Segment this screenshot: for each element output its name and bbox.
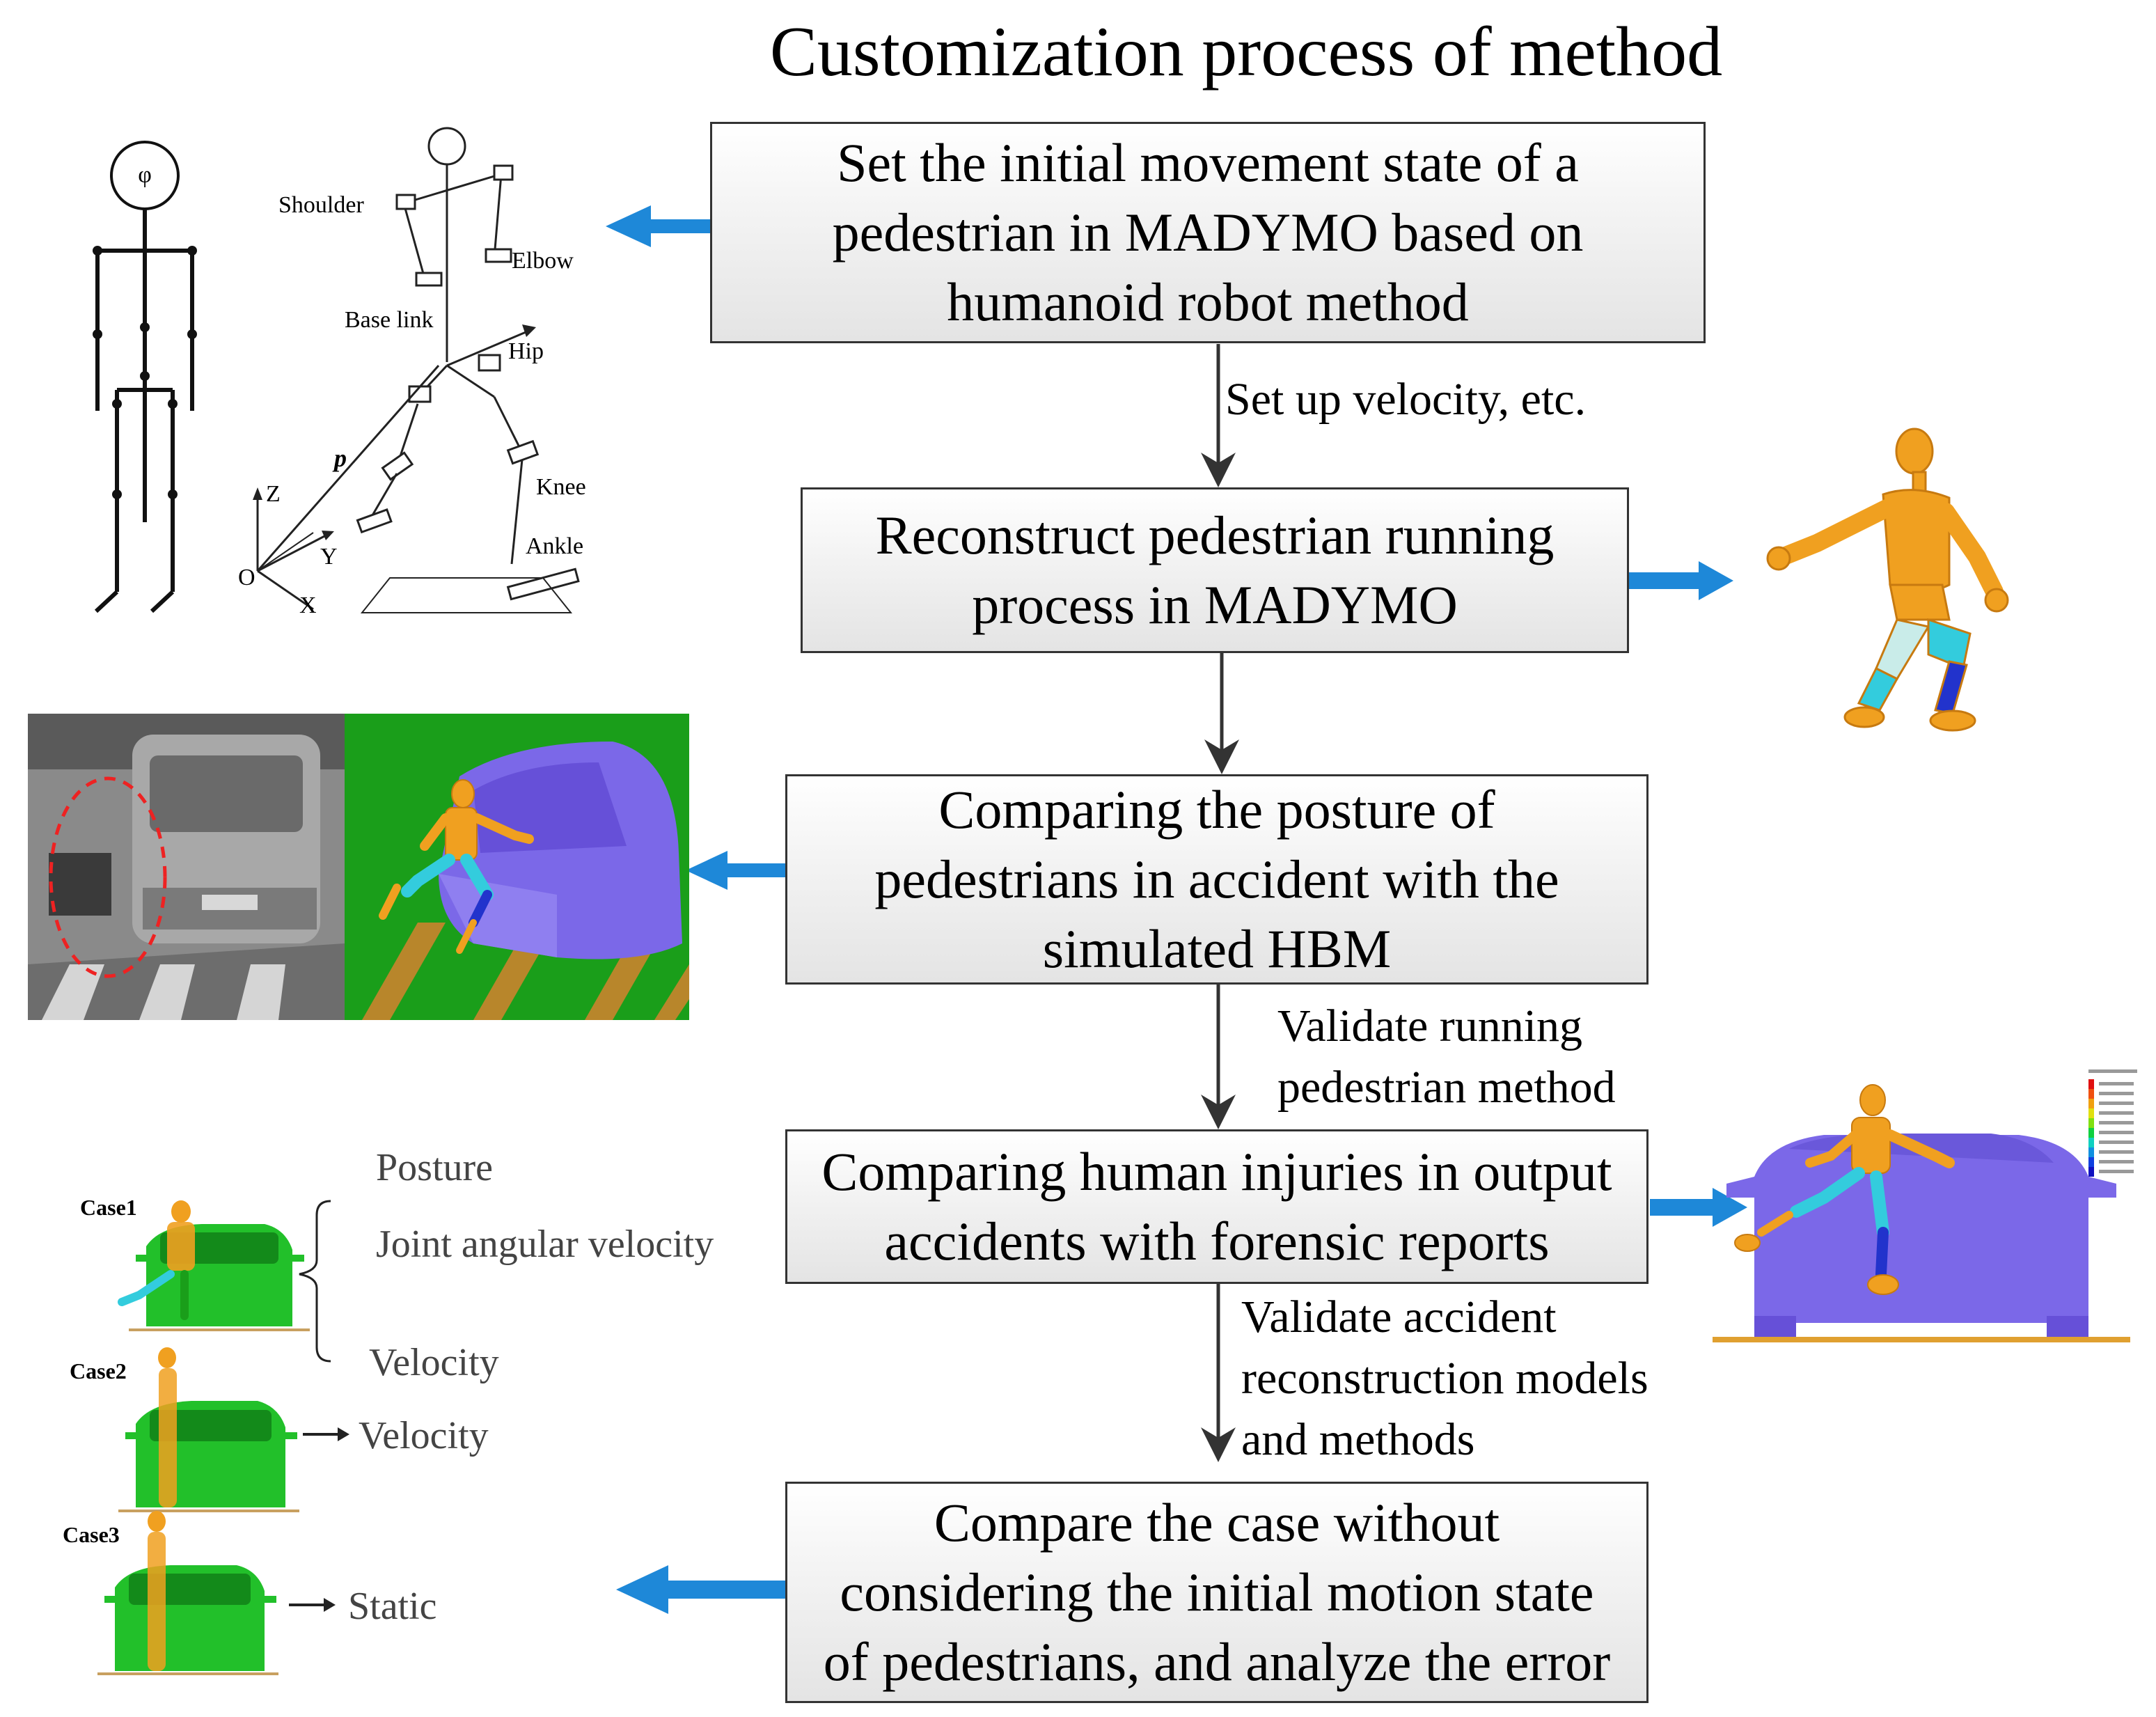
robot-label-ankle: Ankle <box>526 533 583 559</box>
injury-color-legend <box>2088 1069 2137 1177</box>
robot-label-shoulder: Shoulder <box>278 192 364 218</box>
case3-arrow <box>289 1598 336 1612</box>
note-c1-line-1: Set up velocity, etc. <box>1225 374 1587 425</box>
robot-label-base-link: Base link <box>345 307 433 333</box>
robot-label-z: Z <box>266 481 281 507</box>
note-c3-line-1: Validate running <box>1277 1001 1583 1051</box>
diagram-title: Customization process of method <box>769 13 1723 91</box>
case3-vehicle <box>97 1511 278 1675</box>
case3-label: Case3 <box>63 1522 120 1547</box>
step-3-line-1: Comparing the posture of <box>938 779 1495 840</box>
note-c3-line-2: pedestrian method <box>1277 1062 1616 1113</box>
step-4-line-1: Comparing human injuries in output <box>821 1141 1612 1202</box>
blue-arrow-left-5 <box>616 1565 785 1614</box>
cases-figure: Case1 Case2 Case3 Posture Joint angular … <box>63 1146 714 1675</box>
step-box-2: Reconstruct pedestrian running process i… <box>801 487 1629 653</box>
step-1-line-1: Set the initial movement state of a <box>837 132 1579 193</box>
note-validate-running: Validate running pedestrian method <box>1277 996 1616 1118</box>
blue-arrow-right-2 <box>1629 561 1733 600</box>
step-5-line-1: Compare the case without <box>934 1492 1500 1553</box>
step-1-line-2: pedestrian in MADYMO based on <box>832 202 1584 262</box>
robot-label-o: O <box>238 565 255 590</box>
note-c4-line-1: Validate accident <box>1241 1292 1557 1342</box>
case1-joint-velocity-label: Joint angular velocity <box>376 1223 714 1266</box>
step-1-line-3: humanoid robot method <box>947 272 1469 332</box>
stick-figure: φ <box>93 141 197 613</box>
robot-label-p: p <box>332 444 347 472</box>
step-3-line-2: pedestrians in accident with the <box>874 849 1559 909</box>
step-2-line-2: process in MADYMO <box>972 574 1458 635</box>
case3-static-label: Static <box>348 1585 437 1628</box>
humanoid-robot-figure: Shoulder Elbow Base link Hip p Knee Ankl… <box>238 127 586 618</box>
case2-arrow <box>303 1427 349 1441</box>
step-box-4: Comparing human injuries in output accid… <box>785 1129 1649 1284</box>
svg-text:φ: φ <box>138 162 152 188</box>
robot-label-y: Y <box>320 544 338 570</box>
note-validate-accident: Validate accident reconstruction models … <box>1241 1287 1649 1471</box>
blue-arrow-right-4 <box>1650 1188 1747 1227</box>
case1-vehicle <box>118 1200 310 1331</box>
case1-posture-label: Posture <box>376 1146 493 1189</box>
case1-label: Case1 <box>80 1195 137 1220</box>
robot-label-knee: Knee <box>536 474 586 500</box>
case1-brace <box>299 1200 331 1363</box>
step-5-line-3: of pedestrians, and analyze the error <box>823 1631 1611 1692</box>
case2-label: Case2 <box>70 1358 127 1383</box>
case1-velocity-label: Velocity <box>369 1341 499 1384</box>
step-3-line-3: simulated HBM <box>1042 918 1392 979</box>
step-box-1: Set the initial movement state of a pede… <box>710 122 1706 343</box>
accident-comparison-figure <box>28 714 689 1020</box>
note-c4-line-2: reconstruction models <box>1241 1353 1649 1404</box>
step-4-line-2: accidents with forensic reports <box>884 1211 1550 1271</box>
step-box-5: Compare the case without considering the… <box>785 1482 1649 1703</box>
blue-arrow-left-1 <box>606 205 710 247</box>
note-set-up-velocity: Set up velocity, etc. <box>1225 369 1586 430</box>
note-c4-line-3: and methods <box>1241 1414 1475 1465</box>
case2-velocity-label: Velocity <box>359 1414 489 1457</box>
step-box-3: Comparing the posture of pedestrians in … <box>785 774 1649 985</box>
robot-label-elbow: Elbow <box>512 248 574 274</box>
blue-arrow-left-3 <box>686 851 785 890</box>
robot-label-x: X <box>299 593 317 618</box>
step-5-line-2: considering the initial motion state <box>840 1562 1594 1622</box>
case2-vehicle <box>118 1347 299 1512</box>
injury-comparison-figure <box>1713 1069 2137 1342</box>
running-dummy-figure <box>1766 428 2009 732</box>
step-2-line-1: Reconstruct pedestrian running <box>875 505 1555 565</box>
robot-label-hip: Hip <box>508 338 544 364</box>
